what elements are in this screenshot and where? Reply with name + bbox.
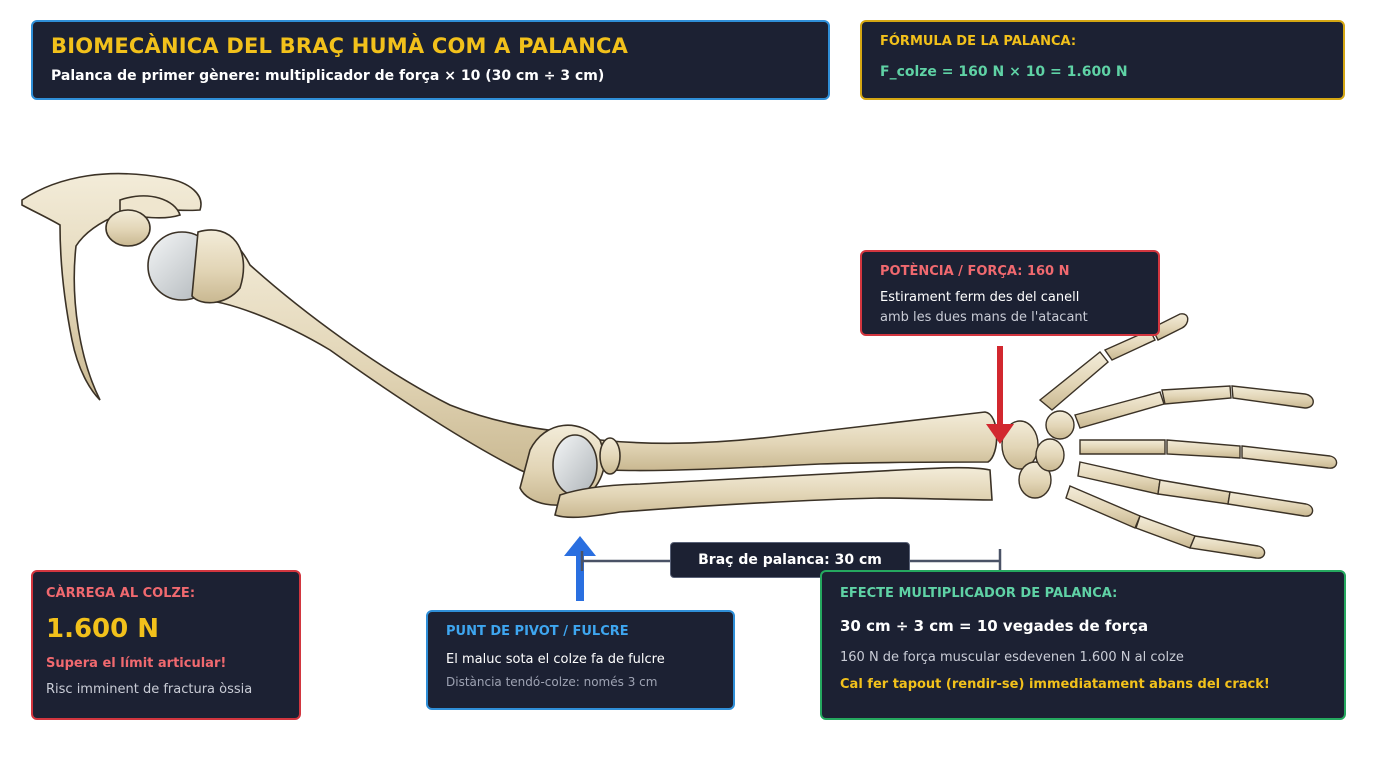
- humerus-bone: [147, 229, 606, 506]
- shoulder-bones: [21, 172, 202, 401]
- effect-heading: EFECTE MULTIPLICADOR DE PALANCA:: [840, 586, 1118, 601]
- page-subtitle: Palanca de primer gènere: multiplicador …: [51, 68, 605, 84]
- formula-heading: FÓRMULA DE LA PALANCA:: [880, 34, 1077, 49]
- formula-panel: FÓRMULA DE LA PALANCA: F_colze = 160 N ×…: [860, 20, 1345, 100]
- pivot-heading: PUNT DE PIVOT / FULCRE: [446, 624, 629, 639]
- effect-warning: Cal fer tapout (rendir-se) immediatament…: [840, 677, 1270, 692]
- force-description-line2: amb les dues mans de l'atacant: [880, 310, 1088, 325]
- pivot-panel: PUNT DE PIVOT / FULCRE El maluc sota el …: [426, 610, 735, 710]
- title-panel: BIOMECÀNICA DEL BRAÇ HUMÀ COM A PALANCA …: [31, 20, 830, 100]
- forearm-bones: [554, 411, 998, 519]
- force-heading: POTÈNCIA / FORÇA: 160 N: [880, 264, 1070, 279]
- pivot-description-line1: El maluc sota el colze fa de fulcre: [446, 652, 665, 667]
- hand-bones: [1001, 313, 1338, 559]
- lever-effect-panel: EFECTE MULTIPLICADOR DE PALANCA: 30 cm ÷…: [820, 570, 1346, 720]
- load-heading: CÀRREGA AL COLZE:: [46, 586, 196, 601]
- page-title: BIOMECÀNICA DEL BRAÇ HUMÀ COM A PALANCA: [51, 34, 629, 58]
- arrow-up-icon: [564, 536, 596, 601]
- load-warning: Supera el límit articular!: [46, 656, 227, 671]
- force-panel: POTÈNCIA / FORÇA: 160 N Estirament ferm …: [860, 250, 1160, 336]
- arrow-down-icon: [986, 346, 1014, 444]
- effect-ratio: 30 cm ÷ 3 cm = 10 vegades de força: [840, 617, 1149, 635]
- effect-description: 160 N de força muscular esdevenen 1.600 …: [840, 650, 1184, 665]
- force-description-line1: Estirament ferm des del canell: [880, 290, 1080, 305]
- formula-text: F_colze = 160 N × 10 = 1.600 N: [880, 64, 1128, 80]
- pivot-description-line2: Distància tendó-colze: només 3 cm: [446, 675, 658, 689]
- load-risk: Risc imminent de fractura òssia: [46, 682, 253, 697]
- load-value: 1.600 N: [46, 614, 160, 644]
- elbow-load-panel: CÀRREGA AL COLZE: 1.600 N Supera el lími…: [31, 570, 301, 720]
